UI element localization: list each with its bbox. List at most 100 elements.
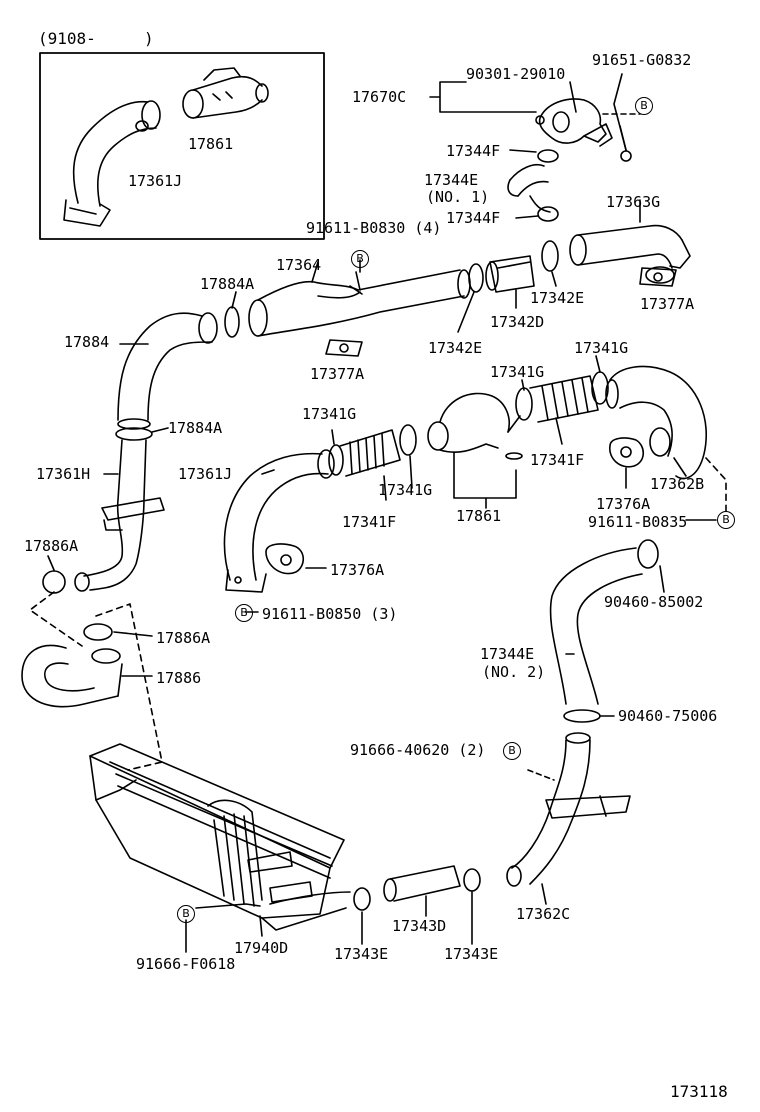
hose-17344E-2: [549, 539, 659, 705]
label-17361J-top: 17361J: [128, 172, 183, 190]
bracket-17861: [453, 451, 517, 509]
label-17343D: 17343D: [392, 917, 447, 935]
label-17344E-1-sub: (NO. 1): [426, 188, 490, 206]
leader-17886A-b: [113, 631, 153, 637]
label-17884A-a: 17884A: [200, 275, 255, 293]
label-17362B: 17362B: [650, 475, 705, 493]
leader-17341G-b: [521, 379, 525, 391]
dash-17886-b: [95, 603, 163, 771]
callout-b-lower: B: [503, 742, 521, 760]
label-17344F-b: 17344F: [446, 209, 501, 227]
bracket-17670C: [429, 81, 537, 113]
dash-17886-a: [29, 591, 83, 647]
leader-91611-0830: [355, 271, 361, 291]
leader-17940D: [259, 915, 263, 937]
label-17376A-a: 17376A: [596, 495, 651, 513]
callout-b-bottom: B: [177, 905, 195, 923]
hose-17886: [21, 623, 123, 708]
leader-17884A-a: [231, 291, 237, 309]
label-17341G-b: 17341G: [490, 363, 545, 381]
label-17884: 17884: [64, 333, 110, 351]
label-91611-B0850: 91611-B0850 (3): [262, 605, 398, 623]
label-17341G-a: 17341G: [302, 405, 357, 423]
leader-17884A-b: [151, 427, 169, 433]
pipe-17361H: [74, 439, 165, 592]
label-17376A-b: 17376A: [330, 561, 385, 579]
inset-connector-17861: [182, 67, 269, 119]
leader-91666-F0618: [195, 903, 261, 909]
label-17344E-2-sub: (NO. 2): [482, 663, 546, 681]
dash-91666-40620: [527, 769, 555, 781]
gasket-17376A-center: [265, 543, 305, 575]
leader-17344F-b: [515, 215, 539, 219]
label-17341F-b: 17341F: [530, 451, 585, 469]
leader-90301: [569, 81, 577, 113]
label-17344F-a: 17344F: [446, 142, 501, 160]
gasket-17377A-right: [639, 267, 677, 287]
callout-b-top-right: B: [635, 97, 653, 115]
clamp-17342E-left: [468, 263, 484, 293]
inset-pipe-17361J: [63, 100, 161, 227]
pipe-17361J: [223, 449, 335, 593]
label-17342D: 17342D: [490, 313, 545, 331]
leader-17362C: [541, 883, 547, 905]
label-17361J: 17361J: [178, 465, 233, 483]
label-17861-top: 17861: [188, 135, 234, 153]
inset-range-label: (9108- ): [38, 29, 154, 48]
label-17341G-d: 17341G: [574, 339, 629, 357]
pipe-17363G: [569, 199, 691, 284]
leader-17361J: [261, 469, 275, 475]
label-17886: 17886: [156, 669, 202, 687]
label-17342E-a: 17342E: [428, 339, 483, 357]
pipe-17362C: [506, 732, 631, 887]
clamp-17343E-a: [353, 887, 371, 911]
housing-17670C: [535, 98, 641, 162]
label-17342E-b: 17342E: [530, 289, 585, 307]
clamp-17343E-b: [463, 868, 481, 892]
leader-17341F-b: [555, 417, 563, 445]
leader-17341G-a: [331, 429, 335, 445]
leader-17341G-d: [595, 355, 601, 373]
hose-17342D: [485, 255, 535, 293]
clamp-17886A-a: [42, 570, 66, 594]
label-91611-B0835: 91611-B0835: [588, 513, 688, 531]
clamp-17342E-right: [541, 240, 559, 272]
leader-17342E-b: [551, 271, 557, 287]
label-17343E-b: 17343E: [444, 945, 499, 963]
leader-17341F-a: [383, 475, 387, 501]
gasket-17377A-center: [325, 339, 363, 357]
intercooler-17940D: [89, 743, 351, 931]
leader-17362B: [673, 457, 687, 477]
callout-b-right: B: [717, 511, 735, 529]
label-17886A-a: 17886A: [24, 537, 79, 555]
label-17343E-a: 17343E: [334, 945, 389, 963]
label-17377A-a: 17377A: [310, 365, 365, 383]
connector-17861: [427, 392, 523, 460]
label-17361H: 17361H: [36, 465, 91, 483]
leader-91651: [613, 73, 627, 151]
leader-17341G-c: [409, 455, 413, 489]
label-17884A-b: 17884A: [168, 419, 223, 437]
label-17344E-2: 17344E: [480, 645, 535, 663]
label-91666-40620: 91666-40620 (2): [350, 741, 486, 759]
label-17341G-c: 17341G: [378, 481, 433, 499]
label-91611-B0830: 91611-B0830 (4): [306, 219, 442, 237]
hose-17343D: [383, 865, 461, 902]
label-17670C: 17670C: [352, 88, 407, 106]
label-17341F-a: 17341F: [342, 513, 397, 531]
label-91666-F0618: 91666-F0618: [136, 955, 236, 973]
pipe-17364: [248, 269, 471, 337]
clamp-17884A-lower: [115, 427, 153, 441]
gasket-17376A-right: [609, 437, 645, 468]
label-17344E-1: 17344E: [424, 171, 479, 189]
hose-17344E-1: [507, 149, 559, 222]
label-90460-75006: 90460-75006: [618, 707, 718, 725]
leader-17886A-a: [47, 555, 55, 571]
leader-17364: [311, 261, 319, 283]
callout-b-top: B: [351, 250, 369, 268]
clamp-90460-75006: [563, 709, 601, 723]
bellows-17341F-center: [328, 424, 417, 477]
label-91651-G0832: 91651-G0832: [592, 51, 692, 69]
